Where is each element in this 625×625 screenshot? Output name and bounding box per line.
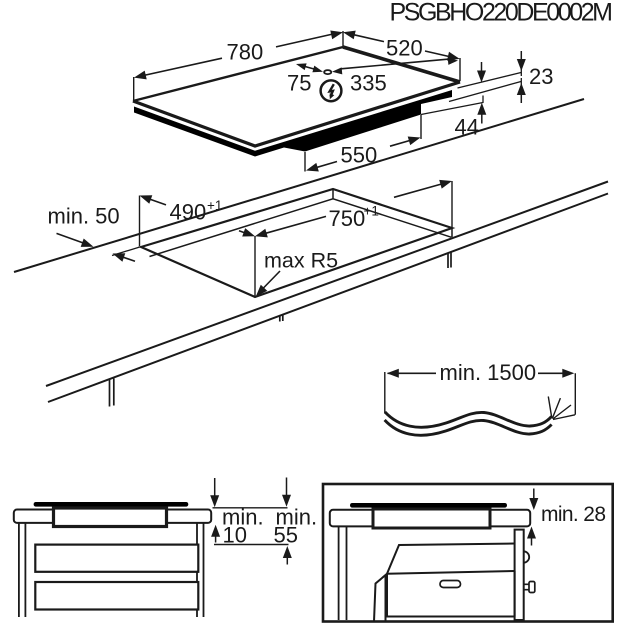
- svg-text:10: 10: [223, 523, 247, 548]
- svg-text:44: 44: [455, 115, 479, 140]
- svg-text:55: 55: [274, 523, 298, 548]
- svg-text:+1: +1: [364, 204, 379, 219]
- svg-text:min.: min.: [222, 505, 264, 530]
- svg-text:750: 750: [329, 206, 366, 231]
- svg-text:23: 23: [529, 64, 553, 89]
- svg-text:min. 50: min. 50: [48, 204, 120, 229]
- svg-text:550: 550: [341, 142, 378, 167]
- svg-text:min. 1500: min. 1500: [440, 360, 537, 385]
- svg-text:335: 335: [350, 71, 387, 96]
- svg-text:max R5: max R5: [264, 249, 338, 273]
- svg-text:min.: min.: [276, 505, 318, 530]
- svg-text:PSGBHO220DE0002M: PSGBHO220DE0002M: [390, 0, 614, 26]
- svg-text:780: 780: [227, 39, 264, 64]
- svg-text:+1: +1: [207, 198, 222, 213]
- svg-text:490: 490: [170, 200, 207, 225]
- svg-text:min. 28: min. 28: [541, 503, 606, 526]
- svg-text:75: 75: [287, 71, 311, 96]
- svg-text:520: 520: [386, 36, 423, 61]
